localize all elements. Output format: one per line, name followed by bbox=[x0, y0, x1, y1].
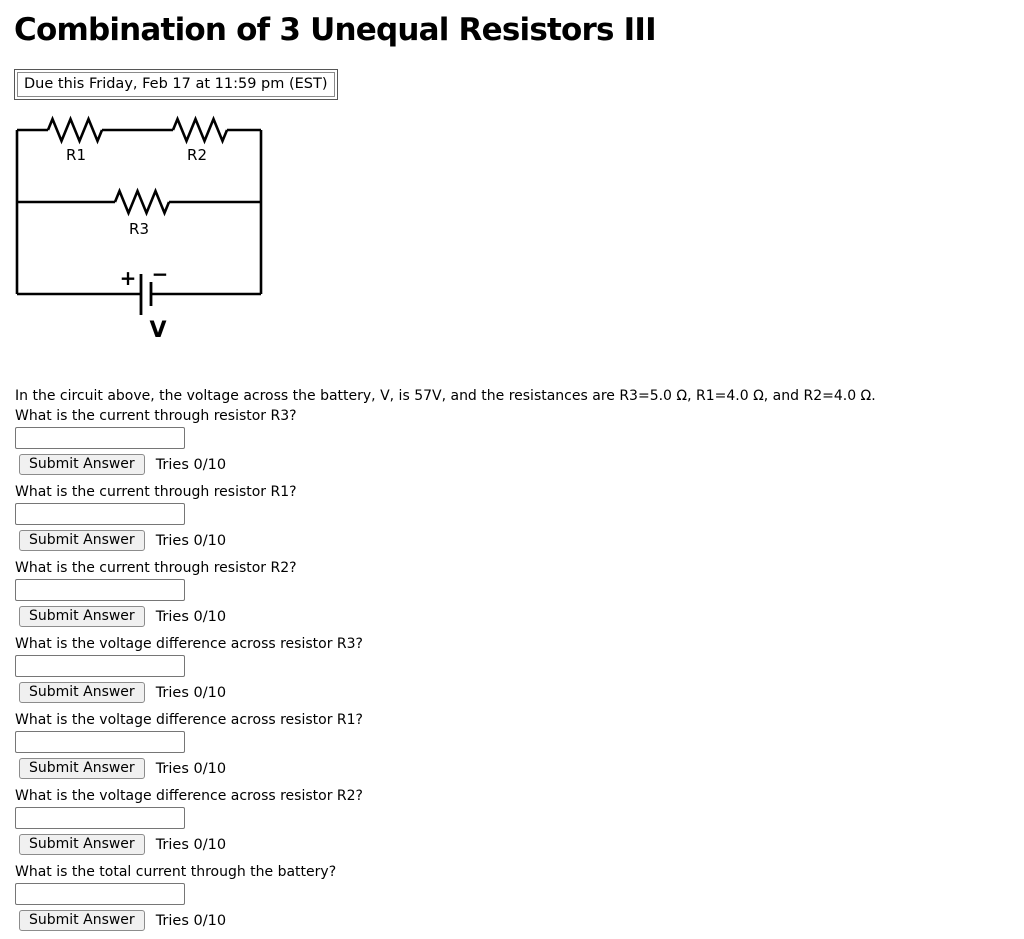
resistor-r1-label: R1 bbox=[66, 146, 86, 164]
due-date-box: Due this Friday, Feb 17 at 11:59 pm (EST… bbox=[14, 69, 338, 100]
question-label-q5: What is the voltage difference across re… bbox=[15, 712, 363, 728]
problem-statement: In the circuit above, the voltage across… bbox=[15, 388, 876, 404]
answer-input-q1[interactable] bbox=[15, 427, 185, 449]
submit-row-q5: Submit Answer Tries 0/10 bbox=[19, 758, 1024, 779]
due-date-text: Due this Friday, Feb 17 at 11:59 pm (EST… bbox=[17, 72, 335, 97]
battery-plus-sign: + bbox=[120, 266, 137, 290]
question-label-q2: What is the current through resistor R1? bbox=[15, 484, 297, 500]
submit-row-q3: Submit Answer Tries 0/10 bbox=[19, 606, 1024, 627]
submit-answer-button-q2[interactable]: Submit Answer bbox=[19, 530, 145, 551]
answer-input-q3[interactable] bbox=[15, 579, 185, 601]
resistor-r3-label: R3 bbox=[129, 220, 149, 238]
submit-answer-button-q6[interactable]: Submit Answer bbox=[19, 834, 145, 855]
page-title: Combination of 3 Unequal Resistors III bbox=[14, 12, 657, 48]
tries-counter-q4: Tries 0/10 bbox=[155, 684, 227, 701]
submit-row-q4: Submit Answer Tries 0/10 bbox=[19, 682, 1024, 703]
answer-input-q2[interactable] bbox=[15, 503, 185, 525]
tries-counter-q1: Tries 0/10 bbox=[155, 456, 227, 473]
circuit-diagram: R1 R2 R3 + − V bbox=[15, 115, 263, 343]
answer-input-q5[interactable] bbox=[15, 731, 185, 753]
submit-answer-button-q1[interactable]: Submit Answer bbox=[19, 454, 145, 475]
tries-counter-q6: Tries 0/10 bbox=[155, 836, 227, 853]
battery-minus-sign: − bbox=[152, 262, 169, 286]
battery-symbol bbox=[139, 274, 153, 315]
circuit-wires bbox=[15, 128, 263, 296]
resistor-r2-symbol bbox=[171, 115, 229, 145]
question-label-q6: What is the voltage difference across re… bbox=[15, 788, 363, 804]
resistor-r2-label: R2 bbox=[187, 146, 207, 164]
question-label-q7: What is the total current through the ba… bbox=[15, 864, 337, 880]
problem-statement-block: In the circuit above, the voltage across… bbox=[15, 386, 1024, 426]
submit-answer-button-q5[interactable]: Submit Answer bbox=[19, 758, 145, 779]
submit-row-q1: Submit Answer Tries 0/10 bbox=[19, 454, 1024, 475]
submit-row-q7: Submit Answer Tries 0/10 bbox=[19, 910, 1024, 931]
submit-answer-button-q7[interactable]: Submit Answer bbox=[19, 910, 145, 931]
resistor-r3-symbol bbox=[113, 187, 171, 217]
battery-voltage-label: V bbox=[149, 318, 166, 343]
submit-row-q2: Submit Answer Tries 0/10 bbox=[19, 530, 1024, 551]
tries-counter-q3: Tries 0/10 bbox=[155, 608, 227, 625]
submit-row-q6: Submit Answer Tries 0/10 bbox=[19, 834, 1024, 855]
answer-input-q4[interactable] bbox=[15, 655, 185, 677]
tries-counter-q2: Tries 0/10 bbox=[155, 532, 227, 549]
tries-counter-q7: Tries 0/10 bbox=[155, 912, 227, 929]
question-label-q3: What is the current through resistor R2? bbox=[15, 560, 297, 576]
question-label-q4: What is the voltage difference across re… bbox=[15, 636, 363, 652]
question-label-q1: What is the current through resistor R3? bbox=[15, 408, 297, 424]
tries-counter-q5: Tries 0/10 bbox=[155, 760, 227, 777]
submit-answer-button-q4[interactable]: Submit Answer bbox=[19, 682, 145, 703]
resistor-r1-symbol bbox=[46, 115, 104, 145]
submit-answer-button-q3[interactable]: Submit Answer bbox=[19, 606, 145, 627]
answer-input-q6[interactable] bbox=[15, 807, 185, 829]
answer-input-q7[interactable] bbox=[15, 883, 185, 905]
